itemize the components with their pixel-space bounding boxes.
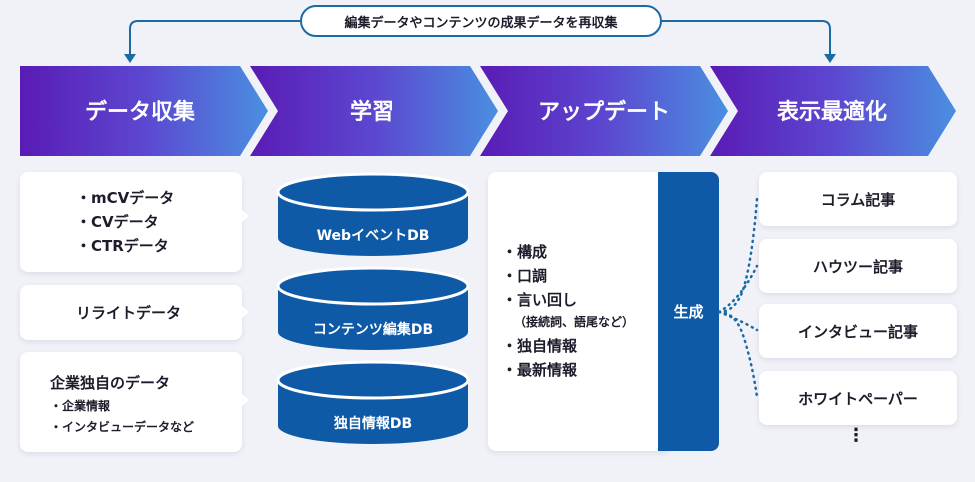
card-pointer — [242, 210, 249, 222]
list-item: mCVデータ — [76, 186, 174, 210]
output-label: インタビュー記事 — [797, 322, 918, 341]
update-note: （接続詞、語尾など） — [514, 315, 635, 329]
db-label-original-info: 独自情報DB — [333, 416, 413, 432]
stage-title-collection: データ収集 — [84, 100, 195, 125]
stage-chevron-learning — [250, 66, 498, 156]
stage-chevron-display — [710, 66, 956, 156]
rewrite-data-label: リライトデータ — [76, 304, 182, 322]
generate-label: 生成 — [673, 303, 704, 321]
output-label: ハウツー記事 — [812, 257, 903, 276]
list-item: インタビューデータなど — [50, 417, 194, 438]
output-card-interview: インタビュー記事 — [759, 304, 957, 358]
db-label-web-events: WebイベントDB — [316, 228, 430, 244]
collection-card-metrics: mCVデータ CVデータ CTRデータ — [20, 172, 242, 272]
more-outputs-ellipsis: ⋮ — [847, 425, 865, 446]
list-item: 口調 — [502, 264, 634, 288]
collection-card-company: 企業独自のデータ 企業情報 インタビューデータなど — [20, 352, 242, 452]
database-cylinder — [276, 266, 470, 350]
card-pointer — [242, 394, 249, 406]
list-item: 企業情報 — [50, 396, 194, 417]
update-card: 構成 口調 言い回し （接続詞、語尾など） 独自情報 最新情報 — [488, 172, 668, 451]
stage-flow — [20, 66, 956, 156]
feedback-loop-arrow — [124, 20, 836, 63]
output-card-whitepaper: ホワイトペーパー — [759, 371, 957, 425]
stage-chevron-update — [480, 66, 728, 156]
feedback-loop-label: 編集データやコンテンツの成果データを再収集 — [300, 5, 662, 37]
list-item: 最新情報 — [502, 358, 634, 382]
list-item: 独自情報 — [502, 334, 634, 358]
card-pointer — [242, 306, 249, 318]
list-item: 構成 — [502, 240, 634, 264]
database-stack — [276, 172, 470, 444]
collection-card-rewrite: リライトデータ — [20, 285, 242, 340]
list-item: CVデータ — [76, 210, 174, 234]
stage-title-update: アップデート — [537, 100, 670, 125]
output-card-column: コラム記事 — [759, 172, 957, 226]
db-label-content-edit: コンテンツ編集DB — [312, 322, 434, 338]
database-cylinder — [276, 172, 470, 256]
database-cylinder — [276, 360, 470, 444]
list-item: 言い回し — [502, 288, 634, 312]
generate-box: 生成 — [658, 172, 719, 451]
output-label: コラム記事 — [820, 190, 896, 209]
list-item: CTRデータ — [76, 234, 174, 258]
stage-title-learning: 学習 — [349, 100, 394, 125]
stage-chevron-collection — [20, 66, 268, 156]
company-data-title: 企業独自のデータ — [50, 374, 171, 392]
stage-title-display: 表示最適化 — [776, 100, 887, 125]
output-label: ホワイトペーパー — [798, 389, 918, 408]
output-card-howto: ハウツー記事 — [759, 239, 957, 293]
